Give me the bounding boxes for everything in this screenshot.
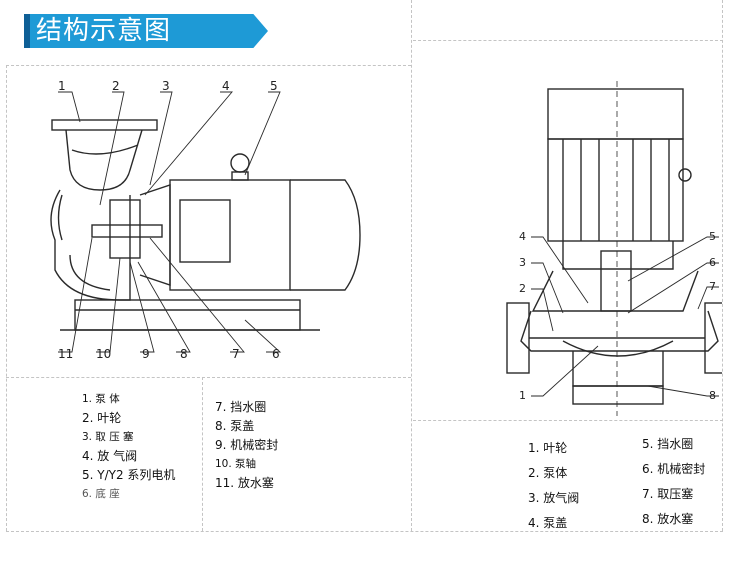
- legend-item: 6. 底 座: [82, 488, 120, 500]
- legend-item: 4. 放 气阀: [82, 449, 138, 463]
- divider-right-legend: [413, 420, 723, 421]
- left-callout-5: 5: [270, 79, 278, 93]
- divider-left-legend: [6, 377, 411, 378]
- left-callout-6: 6: [272, 347, 280, 361]
- divider-top-right: [413, 40, 723, 41]
- legend-item: 3. 取 压 塞: [82, 431, 134, 443]
- legend-item: 9. 机械密封: [215, 438, 279, 452]
- left-callout-10: 10: [96, 347, 111, 361]
- left-callout-11: 11: [58, 347, 73, 361]
- legend-item: 8. 放水塞: [642, 512, 694, 526]
- legend-item: 11. 放水塞: [215, 476, 274, 490]
- right-callout-5: 5: [709, 230, 716, 243]
- legend-item: 5. 挡水圈: [642, 437, 694, 451]
- legend-item: 1. 泵 体: [82, 393, 120, 405]
- horizontal-pump-diagram: 1 2 3 4 5 6 7 8 9 10 11: [50, 79, 361, 361]
- divider-center: [411, 0, 412, 531]
- right-callout-2: 2: [519, 282, 526, 295]
- legend-item: 4. 泵盖: [528, 516, 568, 530]
- left-legend-col2: 7. 挡水圈 8. 泵盖 9. 机械密封 10. 泵轴 11. 放水塞: [215, 398, 278, 493]
- right-legend-col1: 1. 叶轮 2. 泵体 3. 放气阀 4. 泵盖: [528, 436, 579, 536]
- left-callout-1: 1: [58, 79, 66, 93]
- left-callout-3: 3: [162, 79, 170, 93]
- legend-item: 1. 叶轮: [528, 441, 568, 455]
- left-legend-col1: 1. 泵 体 2. 叶轮 3. 取 压 塞 4. 放 气阀 5. Y/Y2 系列…: [82, 390, 175, 504]
- vertical-pump-diagram: 1 2 3 4 5 6 7 8: [506, 81, 722, 416]
- legend-item: 3. 放气阀: [528, 491, 580, 505]
- legend-item: 7. 取压塞: [642, 487, 694, 501]
- page-title: 结构示意图: [36, 16, 172, 46]
- left-callout-9: 9: [142, 347, 150, 361]
- right-callout-1: 1: [519, 389, 526, 402]
- legend-item: 2. 泵体: [528, 466, 568, 480]
- left-callout-8: 8: [180, 347, 188, 361]
- divider-legend-columns: [202, 377, 203, 531]
- divider-top-left: [6, 65, 411, 66]
- right-callout-8: 8: [709, 389, 716, 402]
- title-banner: [24, 14, 268, 48]
- right-callout-3: 3: [519, 256, 526, 269]
- divider-left-edge: [6, 65, 7, 531]
- right-callout-6: 6: [709, 256, 716, 269]
- title-accent-bar: [24, 14, 30, 48]
- legend-item: 10. 泵轴: [215, 458, 257, 470]
- left-callout-7: 7: [232, 347, 240, 361]
- right-callout-4: 4: [519, 230, 526, 243]
- legend-item: 7. 挡水圈: [215, 400, 267, 414]
- legend-item: 2. 叶轮: [82, 411, 122, 425]
- divider-right-edge: [722, 0, 723, 531]
- legend-item: 8. 泵盖: [215, 419, 255, 433]
- divider-bottom: [6, 531, 723, 532]
- legend-item: 5. Y/Y2 系列电机: [82, 468, 176, 482]
- right-callout-7: 7: [709, 280, 716, 293]
- legend-item: 6. 机械密封: [642, 462, 706, 476]
- right-legend-col2: 5. 挡水圈 6. 机械密封 7. 取压塞 8. 放水塞: [642, 432, 705, 532]
- left-callout-4: 4: [222, 79, 230, 93]
- left-callout-2: 2: [112, 79, 120, 93]
